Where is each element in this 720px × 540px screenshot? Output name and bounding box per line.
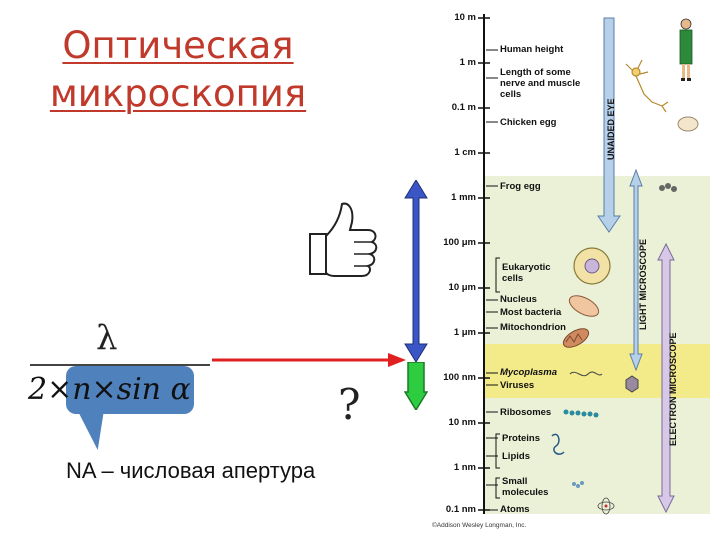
green-arrow [404,362,428,410]
tick-label: 1 μm [453,327,476,338]
label-human-height: Human height [500,44,564,55]
label-frog-egg: Frog egg [500,181,541,192]
label-nerve-cells: Length of some nerve and muscle cells [500,67,581,100]
tick-label: 1 m [459,57,476,68]
tick-label: 10 μm [448,282,476,293]
formula-numerator: λ [96,318,118,358]
copyright-note: ©Addison Wesley Longman, Inc. [432,522,527,529]
label-proteins: Proteins [502,433,541,444]
label-ribosomes: Ribosomes [500,407,552,418]
title-line-1: Оптическая [62,24,294,67]
tick-label: 1 mm [451,192,476,203]
tick-label: 10 m [454,12,476,23]
formula-denominator: 2×n×sin α [28,372,191,407]
label-mitochondrion: Mitochondrion [500,322,566,333]
ribosome-icon [563,409,599,418]
label-small-molecules: Small molecules [502,476,549,498]
range-electron-microscope: ELECTRON MICROSCOPE [668,332,678,446]
range-light-microscope: LIGHT MICROSCOPE [638,238,648,330]
tick-label: 100 nm [443,372,476,383]
bacterium-icon [568,295,600,317]
label-chicken-egg: Chicken egg [500,117,557,128]
range-unaided-eye: UNAIDED EYE [606,98,616,160]
nerve-cell-icon [625,59,669,113]
tick-label: 100 μm [443,237,476,248]
molecule-icon [572,481,584,488]
label-lipids: Lipids [502,451,530,462]
callout-box [66,366,194,414]
mycoplasma-icon [569,371,603,377]
blue-double-arrow [404,180,428,362]
label-most-bacteria: Most bacteria [500,307,562,318]
red-arrow [212,353,406,367]
label-nucleus: Nucleus [500,294,537,305]
size-scale-chart: 10 m 1 m 0.1 m 1 cm 1 mm 100 μm 10 μm 1 … [430,10,712,530]
na-label: NA – числовая апертура [66,458,316,483]
eukaryotic-cell-icon [573,247,611,285]
mitochondrion-icon [562,328,590,348]
protein-icon [551,433,565,455]
question-mark: ? [338,380,361,429]
label-viruses: Viruses [500,380,535,391]
fraction-line [30,364,210,366]
label-eukaryotic-cells: Eukaryotic cells [502,262,551,284]
human-icon [679,18,693,81]
label-atoms: Atoms [500,504,530,515]
label-mycoplasma: Mycoplasma [500,367,558,378]
tick-label: 1 nm [453,462,476,473]
egg-icon [677,116,699,132]
tick-label: 0.1 m [451,102,476,113]
callout-tail [76,408,112,450]
frog-egg-icon [659,183,677,192]
tick-label: 1 cm [454,147,476,158]
tick-label: 0.1 nm [445,504,476,515]
tick-label: 10 nm [448,417,476,428]
atom-icon [597,497,615,515]
scale-graphic [478,12,710,515]
virus-icon [625,375,639,393]
thumbs-up-icon [309,202,378,277]
slide-title: Оптическая микроскопия [28,22,328,118]
title-line-2: микроскопия [49,72,307,115]
